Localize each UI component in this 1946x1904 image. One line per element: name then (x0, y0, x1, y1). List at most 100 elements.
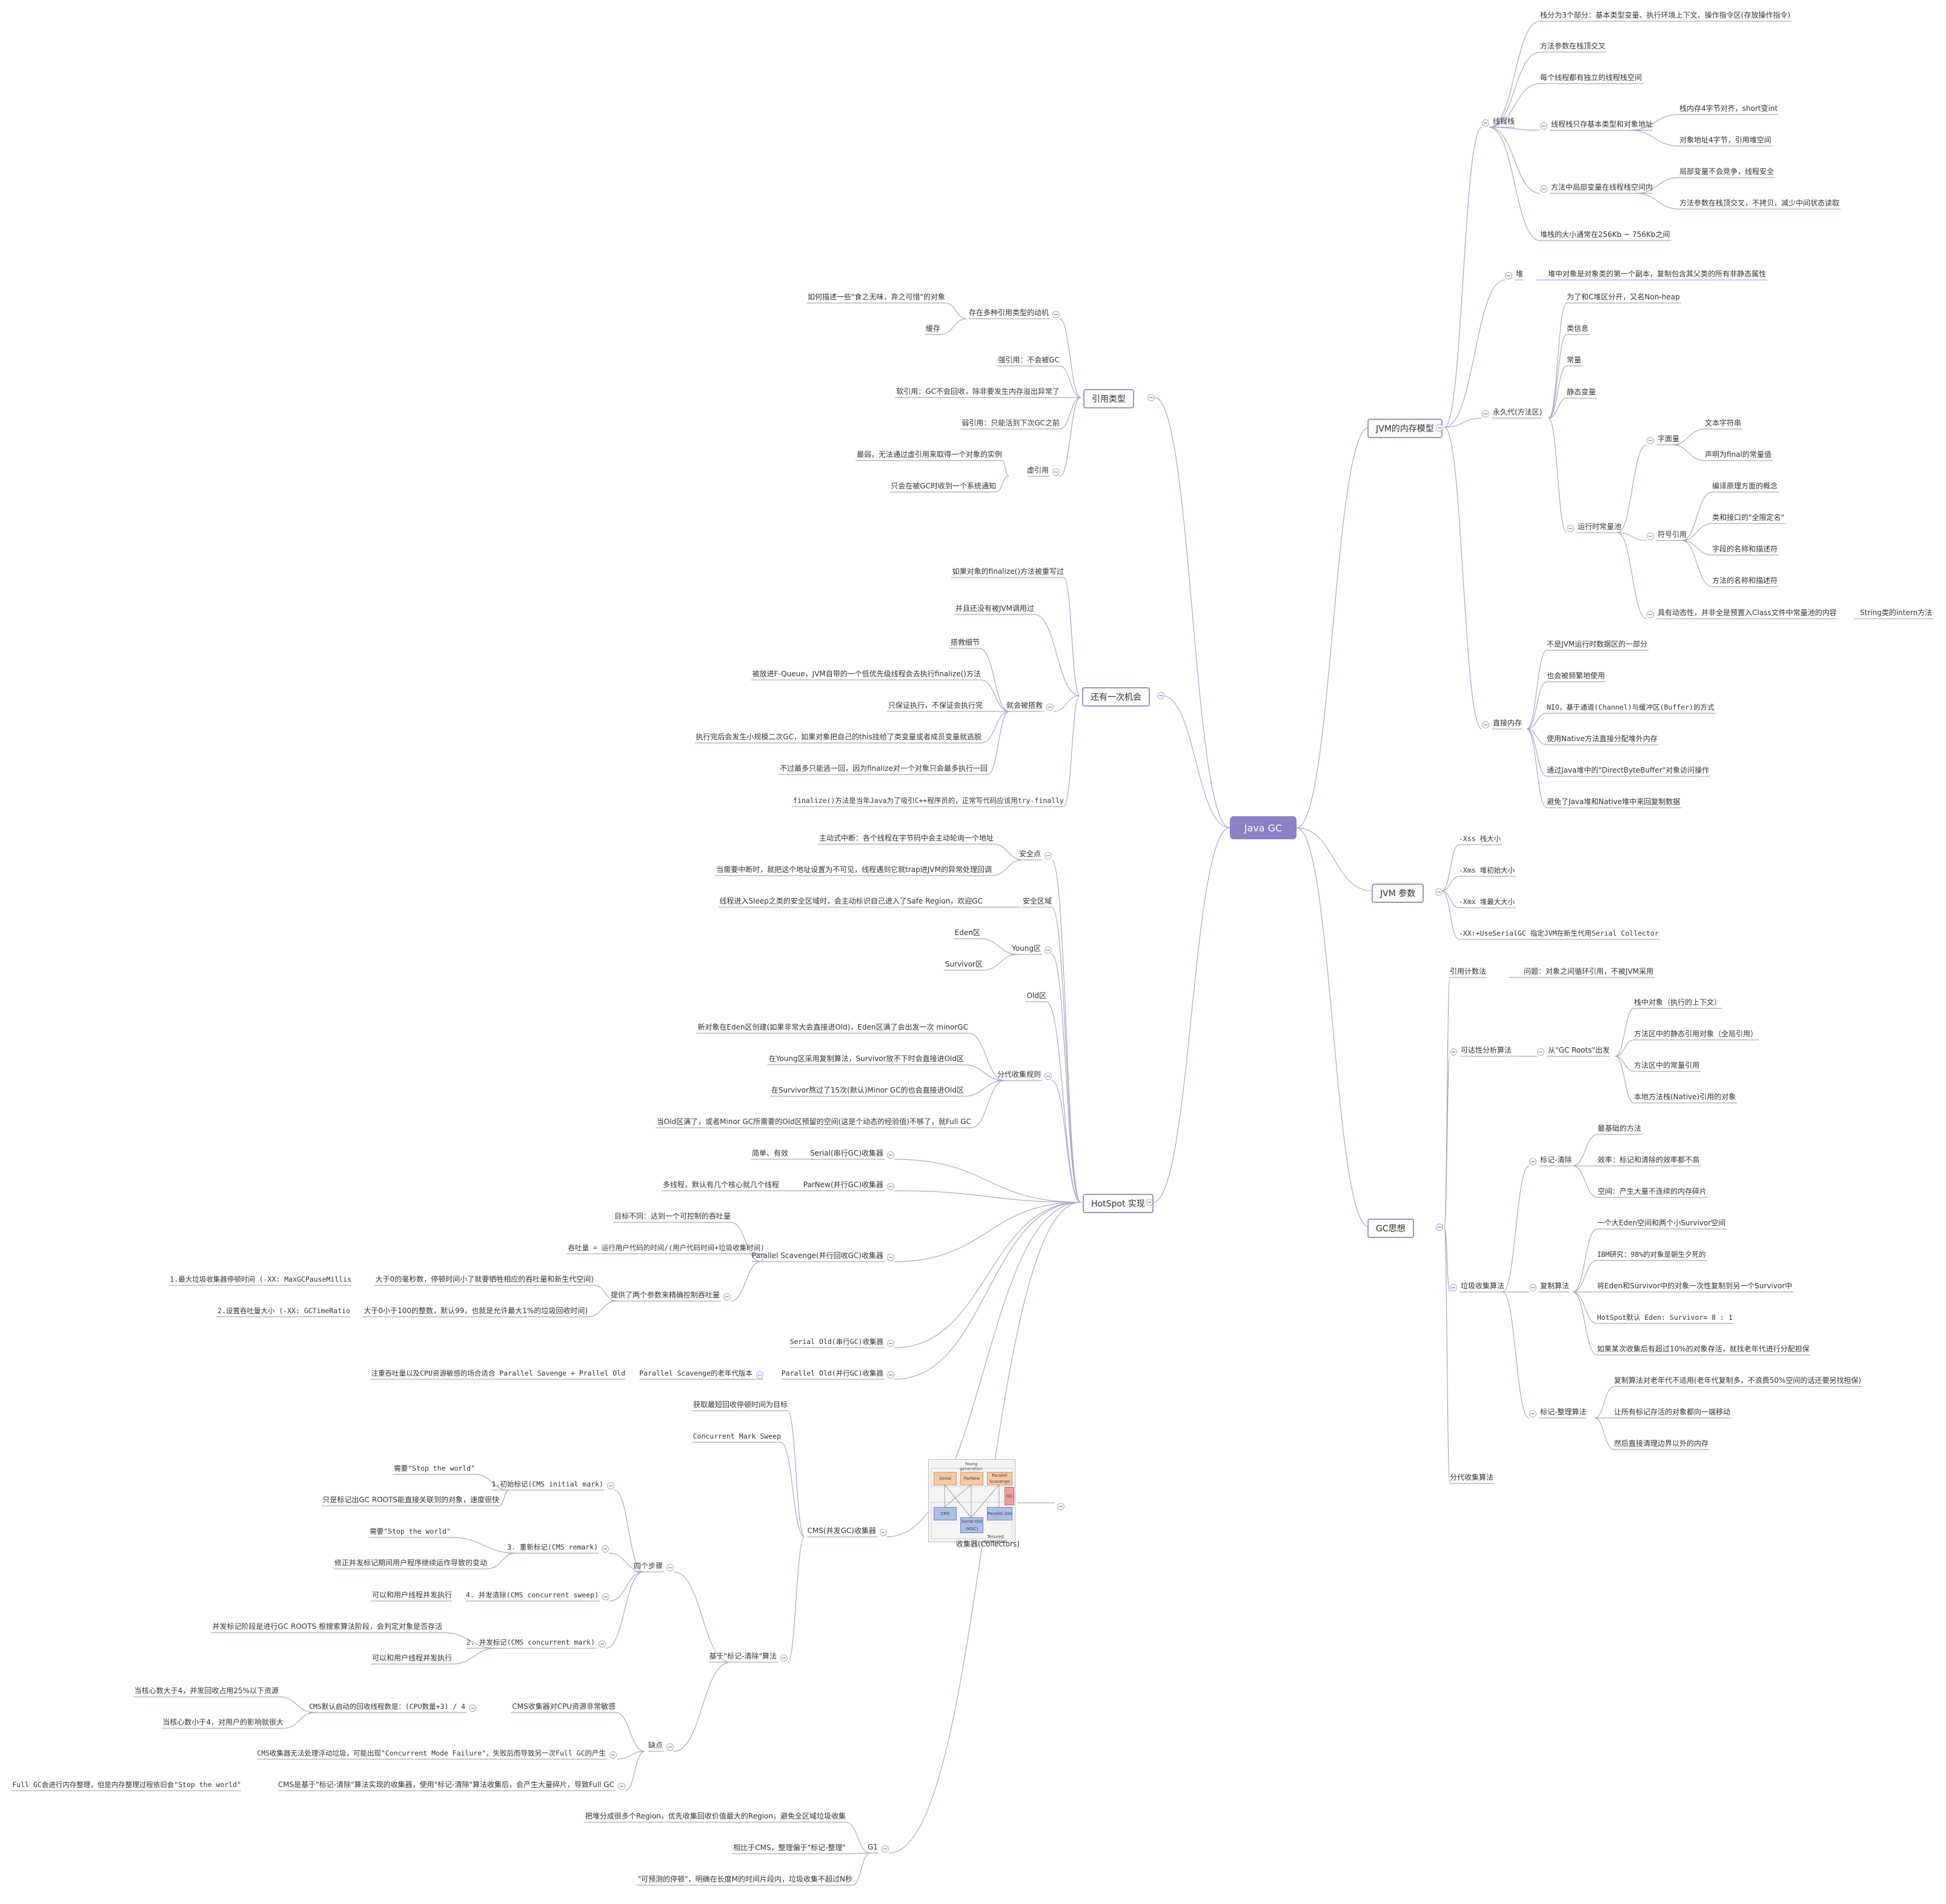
node-hs-g1-1[interactable]: 把堆分成很多个Region，优先收集回收价值最大的Region，避免全区域垃圾收… (585, 1812, 846, 1820)
node-hs-cms-c1c[interactable]: 当核心数小于4，对用户的影响就很大 (162, 1718, 284, 1726)
node-gc-roots-3[interactable]: 方法区中的常量引用 (1634, 1061, 1700, 1070)
root-node[interactable]: Java GC (1230, 816, 1297, 839)
node-ref-weak[interactable]: 弱引用：只能活到下次GC之前 (961, 419, 1060, 427)
node-gc-copy-2[interactable]: IBM研究：98%的对象是朝生夕死的 (1597, 1250, 1706, 1259)
node-gc-roots-2[interactable]: 方法区中的静态引用对象（全局引用） (1634, 1030, 1758, 1038)
collapse-toggle-icon[interactable] (780, 1654, 788, 1662)
collapse-toggle-icon[interactable] (1529, 1158, 1536, 1165)
node-hs-saferegion[interactable]: 安全区域 (1022, 897, 1052, 905)
node-mm-stack[interactable]: 线程栈 (1493, 117, 1515, 125)
collapse-toggle-icon[interactable] (1567, 525, 1574, 532)
branch-second-chance[interactable]: 还有一次机会 (1082, 687, 1150, 707)
collapse-toggle-icon[interactable] (1529, 1284, 1536, 1291)
collapse-toggle-icon[interactable] (607, 1482, 614, 1490)
collapse-toggle-icon[interactable] (887, 1371, 894, 1379)
node-hs-gen-4[interactable]: 当Old区满了，或者Minor GC所需要的Old区预留的空间(这是个动态的经验… (656, 1117, 971, 1126)
collapse-toggle-icon[interactable] (1436, 1223, 1443, 1231)
node-mm-stack-3[interactable]: 每个线程都有独立的线程栈空间 (1540, 73, 1642, 82)
collapse-toggle-icon[interactable] (1540, 185, 1547, 193)
node-mm-sym-1[interactable]: 编译原理方面的概念 (1712, 482, 1778, 490)
node-mm-stack-5[interactable]: 方法中局部变量在线程栈空间内 (1551, 183, 1653, 191)
node-mm-stack-5a[interactable]: 局部变量不会竞争，线程安全 (1679, 167, 1775, 176)
node-hs-sr-1[interactable]: 线程进入Sleep之类的安全区域时，会主动标识自己进入了Safe Region，… (719, 897, 983, 905)
collapse-toggle-icon[interactable] (666, 1743, 674, 1751)
node-hs-sp-1[interactable]: 主动式中断：各个线程在字节码中会主动轮询一个地址 (819, 834, 994, 842)
node-gc-copy[interactable]: 复制算法 (1540, 1282, 1570, 1290)
node-hs-cms-s2[interactable]: 2. 并发标记(CMS concurrent mark) (466, 1638, 595, 1646)
node-mm-direct[interactable]: 直接内存 (1493, 719, 1523, 727)
branch-memory-model[interactable]: JVM的内存模型 (1367, 419, 1443, 438)
node-hs-po[interactable]: Parallel Old(并行GC)收集器 (781, 1369, 883, 1377)
collapse-toggle-icon[interactable] (887, 1151, 894, 1159)
node-mm-perm-4[interactable]: 静态变量 (1567, 388, 1596, 396)
collapse-toggle-icon[interactable] (1052, 311, 1060, 318)
node-hs-ps-3a[interactable]: 1.最大垃圾收集器停顿时间 (-XX: MaxGCPauseMillis (170, 1275, 351, 1283)
node-hs-collectors[interactable]: 收集器(Collectors) (956, 1540, 1020, 1548)
node-mm-stack-2[interactable]: 方法参数在栈顶交叉 (1540, 42, 1606, 50)
node-gc-copy-4[interactable]: HotSpot默认 Eden: Survivor= 8 : 1 (1597, 1313, 1733, 1322)
collapse-toggle-icon[interactable] (618, 1783, 625, 1790)
collapse-toggle-icon[interactable] (1647, 533, 1654, 540)
node-hs-ps-1[interactable]: 目标不同：达到一个可控制的吞吐量 (614, 1212, 731, 1220)
node-hs-so[interactable]: Serial Old(串行GC)收集器 (789, 1337, 883, 1346)
node-ref-why-2[interactable]: 缓存 (925, 324, 940, 333)
node-hs-young[interactable]: Young区 (1012, 944, 1041, 953)
node-gc-roots-1[interactable]: 栈中对象（执行的上下文） (1634, 998, 1722, 1007)
node-mm-perm[interactable]: 永久代(方法区) (1493, 408, 1543, 416)
collapse-toggle-icon[interactable] (1482, 410, 1489, 418)
node-ref-why-1[interactable]: 如何描述一些"食之无味，弃之可惜"的对象 (807, 293, 945, 301)
collapse-toggle-icon[interactable] (1647, 611, 1654, 618)
node-hs-safepoint[interactable]: 安全点 (1018, 850, 1041, 858)
branch-hotspot[interactable]: HotSpot 实现 (1083, 1194, 1154, 1213)
node-mm-stack-5b[interactable]: 方法参数在栈顶交叉，不拷贝，减少中间状态读取 (1679, 199, 1840, 207)
collapse-toggle-icon[interactable] (882, 1845, 889, 1852)
node-jp-2[interactable]: -Xms 堆初始大小 (1459, 866, 1515, 874)
collapse-toggle-icon[interactable] (1046, 704, 1054, 711)
node-mm-rcp-dyn-a[interactable]: String类的intern方法 (1860, 608, 1933, 617)
node-ref-phantom[interactable]: 虚引用 (1026, 466, 1049, 474)
node-gc-roots-4[interactable]: 本地方法栈(Native)引用的对象 (1634, 1093, 1736, 1101)
node-hs-ps-3a-d[interactable]: 大于0的毫秒数，停顿时间小了就要牺牲相应的吞吐量和新生代空间) (375, 1275, 594, 1283)
node-mm-direct-6[interactable]: 避免了Java堆和Native堆中来回复制数据 (1547, 797, 1681, 806)
collapse-toggle-icon[interactable] (887, 1254, 894, 1261)
node-hs-survivor[interactable]: Survivor区 (945, 960, 983, 968)
node-mm-heap-1[interactable]: 堆中对象是对象类的第一个副本，复制包含其父类的所有非静态属性 (1548, 270, 1767, 278)
node-hs-cms-c3[interactable]: CMS是基于"标记-清除"算法实现的收集器，使用"标记-清除"算法收集后，会产生… (277, 1780, 614, 1789)
node-gc-algo[interactable]: 垃圾收集算法 (1461, 1282, 1505, 1290)
node-hs-serial-1[interactable]: 简单、有效 (751, 1149, 788, 1157)
node-hs-cms-s3[interactable]: 3. 重新标记(CMS remark) (507, 1543, 598, 1551)
node-gc-ms-3[interactable]: 空间：产生大量不连续的内存碎片 (1598, 1187, 1707, 1196)
node-hs-cms-s3a[interactable]: 需要"Stop the world" (370, 1527, 451, 1536)
node-hs-cms-c2[interactable]: CMS收集器无法处理浮动垃圾，可能出现"Concurrent Mode Fail… (257, 1749, 606, 1757)
node-hs-cms-steps[interactable]: 四个步骤 (633, 1562, 663, 1570)
node-mm-heap[interactable]: 堆 (1516, 270, 1524, 278)
collapse-toggle-icon[interactable] (756, 1371, 763, 1379)
node-hs-cms-cons[interactable]: 缺点 (648, 1741, 663, 1749)
node-hs-g1-3[interactable]: "可预测的停顿"，明确在长度M的时间片段内，垃圾收集不超过N秒 (637, 1875, 852, 1883)
node-hs-cms-1[interactable]: 获取最短回收停顿时间为目标 (692, 1400, 788, 1409)
node-hs-ps[interactable]: Parallel Scavenge(并行回收GC)收集器 (751, 1251, 883, 1260)
node-gc-rc-1[interactable]: 问题：对象之间循环引用，不被JVM采用 (1524, 967, 1654, 976)
node-mm-rcp-dyn[interactable]: 具有动态性，并非全是预置入Class文件中常量池的内容 (1658, 608, 1837, 617)
node-hs-cms-c3a[interactable]: Full GC会进行内存整理，但是内存整理过程依旧会"Stop the worl… (12, 1780, 241, 1789)
node-hs-cms-s1b[interactable]: 只是标记出GC ROOTS能直接关联到的对象，速度很快 (322, 1496, 499, 1504)
collapse-toggle-icon[interactable] (602, 1593, 609, 1600)
branch-jvm-params[interactable]: JVM 参数 (1372, 884, 1424, 903)
node-hs-cms-s1[interactable]: 1.初始标记(CMS initial mark) (491, 1480, 603, 1488)
node-gc-ms-1[interactable]: 最基础的方法 (1598, 1124, 1642, 1133)
node-hs-cms-s4a[interactable]: 可以和用户线程并发执行 (371, 1591, 452, 1599)
node-hs-serial[interactable]: Serial(串行GC)收集器 (810, 1149, 883, 1157)
node-hs-cms-2[interactable]: Concurrent Mark Sweep (692, 1432, 781, 1440)
collapse-toggle-icon[interactable] (1044, 947, 1052, 954)
node-jp-4[interactable]: -XX:+UseSerialGC 指定JVM在新生代用Serial Collec… (1459, 929, 1659, 937)
node-hs-gen-3[interactable]: 在Survivor熬过了15次(默认)Minor GC的也会直接进Old区 (771, 1086, 964, 1094)
node-mm-lit[interactable]: 字面量 (1658, 434, 1680, 443)
collapse-toggle-icon[interactable] (887, 1340, 894, 1347)
node-mm-sym-3[interactable]: 字段的名称和描述符 (1712, 545, 1778, 553)
collapse-toggle-icon[interactable] (1044, 1073, 1052, 1080)
node-jp-3[interactable]: -Xmx 堆最大大小 (1459, 897, 1515, 906)
node-ref-soft[interactable]: 软引用：GC不会回收，除非要发生内存溢出异常了 (896, 387, 1060, 396)
branch-gc-idea[interactable]: GC思想 (1367, 1219, 1414, 1238)
node-hs-gen[interactable]: 分代收集规则 (997, 1070, 1041, 1079)
collapse-toggle-icon[interactable] (1450, 1048, 1457, 1056)
